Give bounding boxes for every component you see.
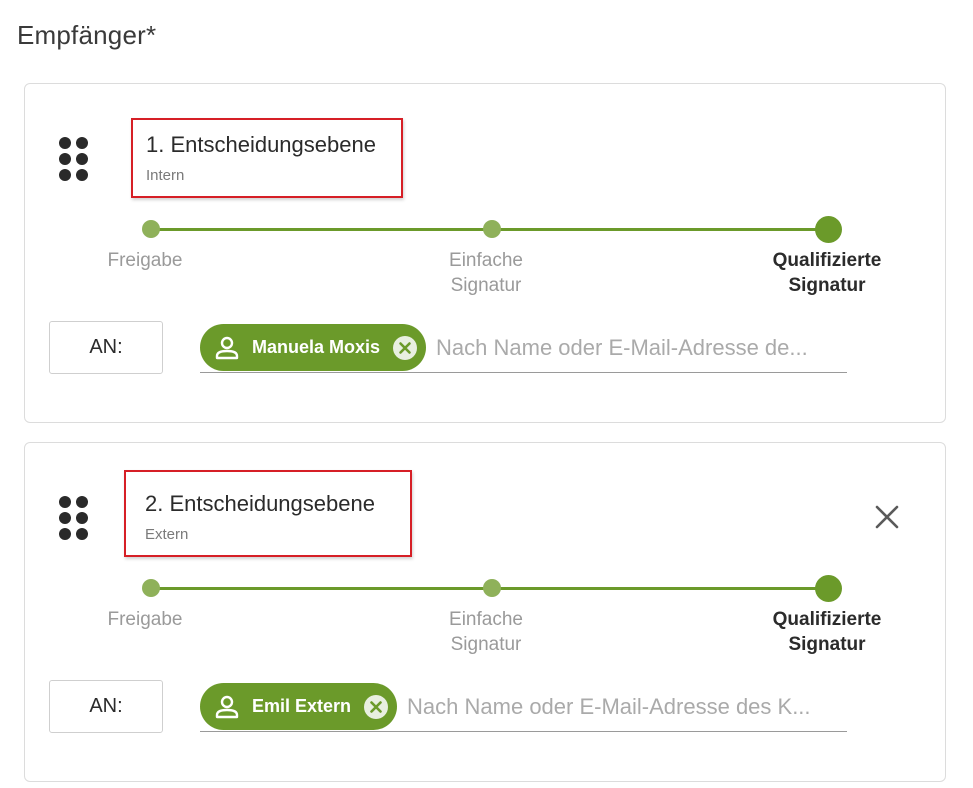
level-subtitle: Intern <box>146 167 185 184</box>
signature-type-stepper: Freigabe Einfache Signatur Qualifizierte… <box>25 216 945 306</box>
drag-handle-icon[interactable] <box>59 137 89 183</box>
close-icon[interactable] <box>874 504 900 530</box>
step-dot-qualifizierte-signatur[interactable] <box>815 216 842 243</box>
recipient-type-select[interactable]: AN: <box>49 321 163 374</box>
step-dot-einfache-signatur[interactable] <box>483 220 501 238</box>
close-circle-icon[interactable] <box>363 694 389 720</box>
step-label-qualifizierte-signatur[interactable]: Qualifizierte Signatur <box>772 250 882 296</box>
level-header: 1. Entscheidungsebene Intern <box>131 118 403 198</box>
recipient-chip[interactable]: Emil Extern <box>200 683 398 730</box>
step-dot-einfache-signatur[interactable] <box>483 579 501 597</box>
person-icon <box>215 336 239 359</box>
recipient-type-select[interactable]: AN: <box>49 680 163 733</box>
step-label-freigabe[interactable]: Freigabe <box>107 609 183 630</box>
decision-level-card: 2. Entscheidungsebene Extern Freigabe Ei… <box>24 442 946 782</box>
recipient-field: Manuela Moxis <box>200 323 847 373</box>
recipient-chip-name: Manuela Moxis <box>252 337 381 357</box>
step-dot-freigabe[interactable] <box>142 220 160 238</box>
step-dot-freigabe[interactable] <box>142 579 160 597</box>
recipient-search-input[interactable] <box>426 334 847 361</box>
recipient-chip-name: Emil Extern <box>252 696 352 716</box>
person-icon <box>215 695 239 718</box>
signature-type-stepper: Freigabe Einfache Signatur Qualifizierte… <box>25 575 945 665</box>
recipient-chip[interactable]: Manuela Moxis <box>200 324 427 371</box>
step-dot-qualifizierte-signatur[interactable] <box>815 575 842 602</box>
close-circle-icon[interactable] <box>392 335 418 361</box>
recipient-search-input[interactable] <box>397 693 847 720</box>
step-label-freigabe[interactable]: Freigabe <box>107 250 183 271</box>
level-header: 2. Entscheidungsebene Extern <box>124 470 412 557</box>
step-label-qualifizierte-signatur[interactable]: Qualifizierte Signatur <box>772 609 882 655</box>
recipient-field: Emil Extern <box>200 682 847 732</box>
step-label-einfache-signatur[interactable]: Einfache Signatur <box>449 609 523 655</box>
decision-level-card: 1. Entscheidungsebene Intern Freigabe Ei… <box>24 83 946 423</box>
step-label-einfache-signatur[interactable]: Einfache Signatur <box>449 250 523 296</box>
drag-handle-icon[interactable] <box>59 496 89 542</box>
level-title: 1. Entscheidungsebene <box>146 132 376 157</box>
level-subtitle: Extern <box>145 526 189 543</box>
level-title: 2. Entscheidungsebene <box>145 491 375 516</box>
section-title: Empfänger* <box>17 20 157 50</box>
